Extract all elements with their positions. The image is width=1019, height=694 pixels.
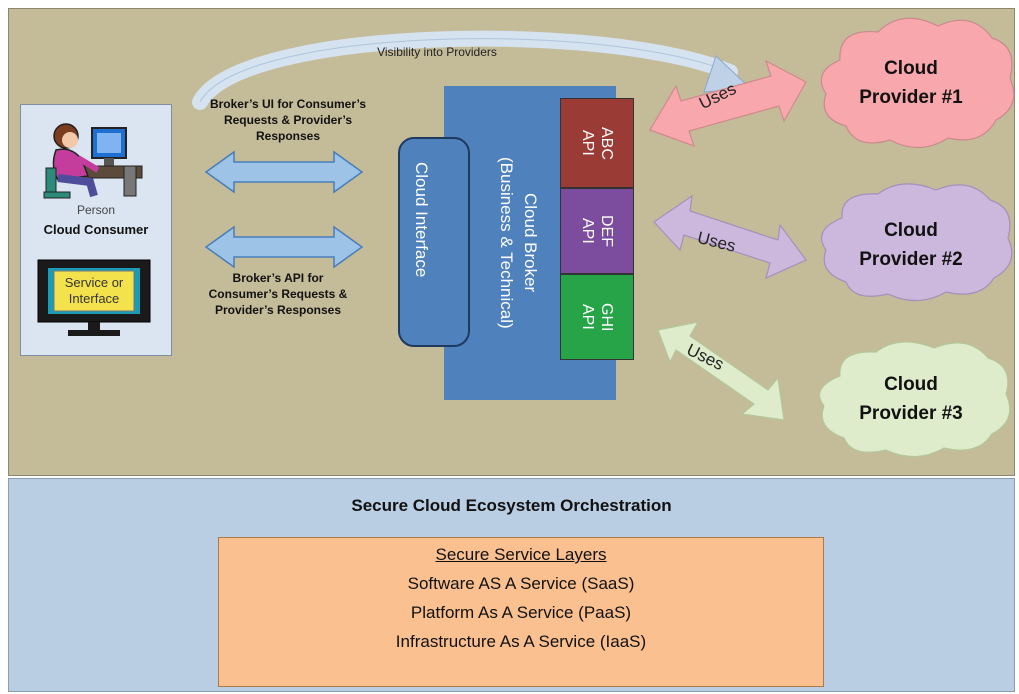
person-label: Person bbox=[76, 203, 116, 217]
api-double-arrow bbox=[204, 225, 364, 269]
ghi-api-block: GHI API bbox=[560, 274, 634, 360]
cloud-provider-3-label: Cloud Provider #3 bbox=[826, 370, 996, 428]
broker-ui-note-line: Requests & Provider’s bbox=[223, 113, 353, 127]
provider-2-line-1: Cloud bbox=[884, 220, 938, 241]
cloud-provider-2-shape bbox=[821, 183, 1013, 302]
monitor-text-line-2: Interface bbox=[69, 291, 120, 306]
def-api-label: DEF API bbox=[579, 215, 615, 247]
cloud-provider-1-label: Cloud Provider #1 bbox=[826, 54, 996, 112]
service-layer-saas: Software AS A Service (SaaS) bbox=[407, 574, 635, 593]
monitor-text-line-1: Service or bbox=[65, 275, 124, 290]
service-layers-title-text: Secure Service Layers bbox=[435, 545, 607, 564]
broker-ui-note-line: Broker’s UI for Consumer’s bbox=[209, 97, 367, 111]
provider-1-line-2: Provider #1 bbox=[859, 87, 963, 108]
cloud-provider-2-label: Cloud Provider #2 bbox=[826, 216, 996, 274]
broker-api-note-line: Provider’s Responses bbox=[214, 303, 342, 317]
service-layer-paas: Platform As A Service (PaaS) bbox=[410, 603, 632, 622]
cloud-provider-1-shape bbox=[820, 17, 1015, 149]
provider-3-line-1: Cloud bbox=[884, 374, 938, 395]
cloud-broker-title: Cloud Broker bbox=[521, 193, 540, 293]
cloud-consumer-label: Cloud Consumer bbox=[43, 222, 149, 237]
cloud-interface-label: Cloud Interface bbox=[412, 162, 431, 278]
provider-2-line-2: Provider #2 bbox=[859, 249, 963, 270]
def-api-block: DEF API bbox=[560, 188, 634, 274]
provider-1-line-1: Cloud bbox=[884, 58, 938, 79]
broker-api-note-line: Broker’s API for bbox=[232, 271, 324, 285]
broker-api-note: Broker’s API for Consumer’s Requests & P… bbox=[178, 270, 378, 318]
service-layers-box bbox=[218, 537, 824, 687]
person-icon bbox=[43, 123, 143, 199]
cloud-interface-box bbox=[398, 137, 470, 347]
broker-api-note-line: Consumer’s Requests & bbox=[208, 287, 348, 301]
service-layers-title: Secure Service Layers bbox=[218, 545, 824, 565]
uses-arrow-2 bbox=[653, 194, 807, 280]
ghi-api-label: GHI API bbox=[579, 302, 615, 332]
cloud-broker-label: Cloud Broker (Business & Technical) bbox=[494, 128, 542, 358]
abc-api-block: ABC API bbox=[560, 98, 634, 188]
visibility-label: Visibility into Providers bbox=[377, 45, 497, 59]
cloud-broker-subtitle: (Business & Technical) bbox=[497, 157, 516, 329]
uses-arrow-1 bbox=[649, 59, 807, 147]
service-layer-iaas: Infrastructure As A Service (IaaS) bbox=[395, 632, 647, 651]
broker-ui-note-line: Responses bbox=[255, 129, 321, 143]
uses-arrow-3 bbox=[657, 321, 785, 421]
abc-api-label: ABC API bbox=[579, 126, 615, 160]
orchestration-title: Secure Cloud Ecosystem Orchestration bbox=[351, 496, 672, 515]
monitor-icon bbox=[37, 259, 151, 336]
broker-ui-note: Broker’s UI for Consumer’s Requests & Pr… bbox=[178, 96, 398, 144]
cloud-provider-3-shape bbox=[819, 341, 1011, 458]
provider-3-line-2: Provider #3 bbox=[859, 403, 963, 424]
ui-double-arrow bbox=[204, 150, 364, 194]
